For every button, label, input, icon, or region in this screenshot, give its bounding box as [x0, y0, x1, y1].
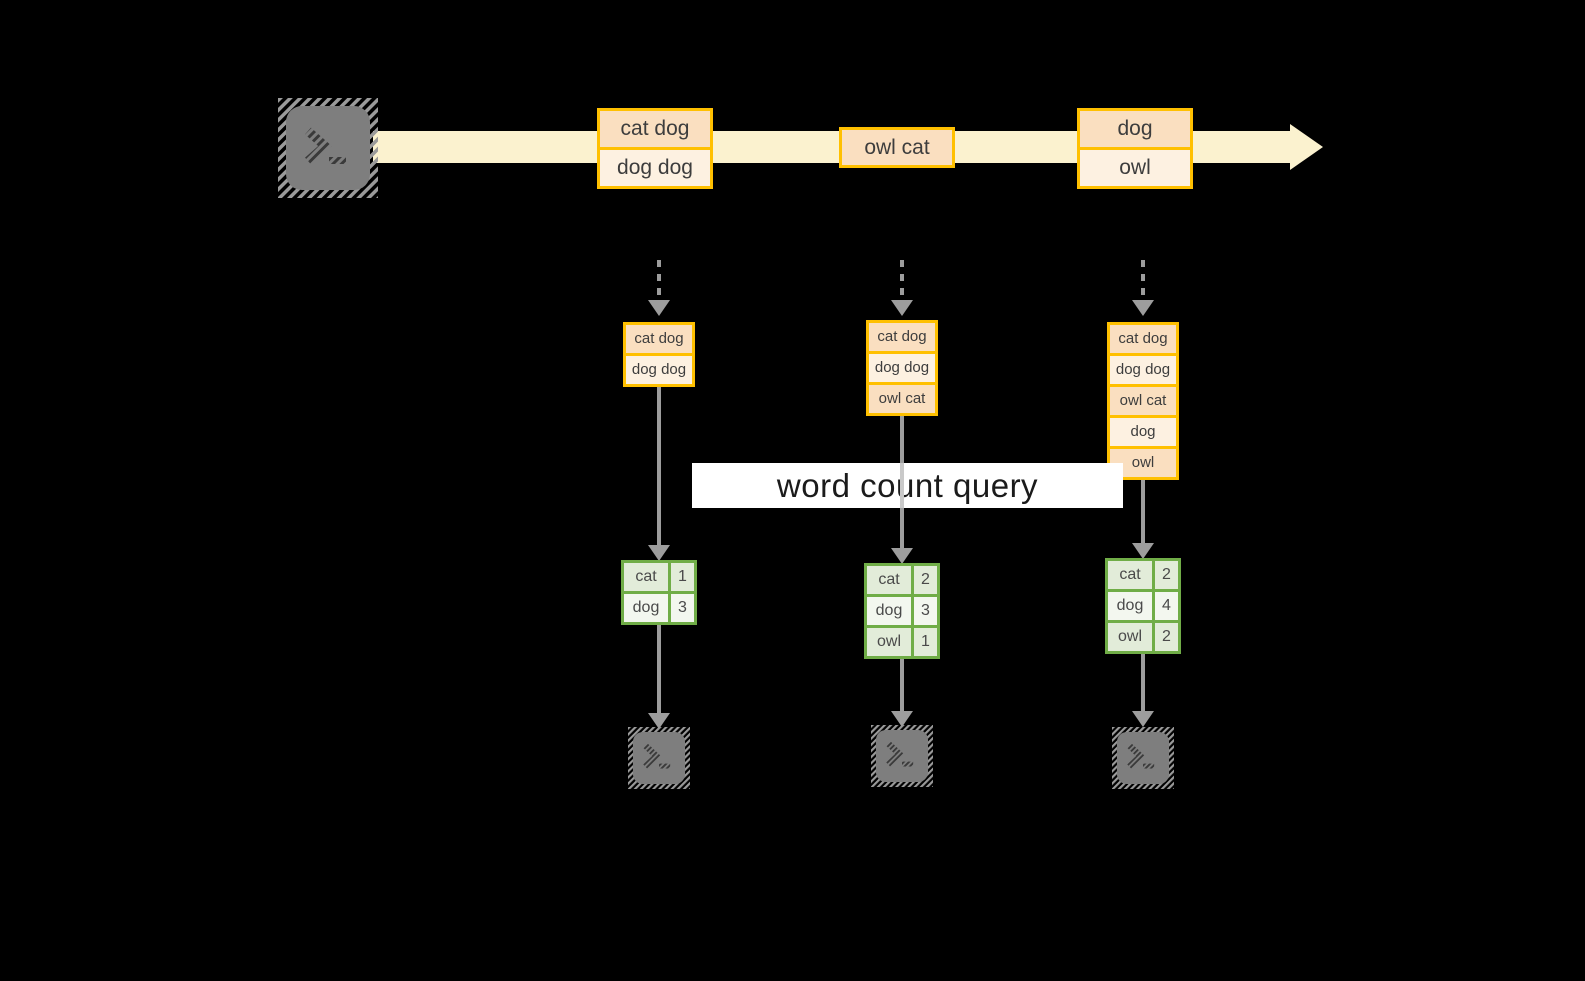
stream-event-text: cat dog	[600, 111, 710, 147]
input-buffer-box: cat dog dog dog	[623, 322, 695, 387]
query-arrow	[1141, 480, 1145, 543]
word-count-table: cat 1 dog 3	[621, 560, 697, 625]
stream-event-text: owl	[1080, 150, 1190, 186]
terminal-icon	[628, 727, 690, 789]
arrowhead-icon	[1132, 711, 1154, 727]
count-cell: 3	[914, 597, 937, 625]
output-arrow	[1141, 654, 1145, 711]
input-line: dog dog	[626, 356, 692, 384]
output-arrow	[657, 625, 661, 713]
query-arrow	[657, 387, 661, 545]
stream-arrowhead-icon	[1290, 124, 1323, 170]
count-cell: 4	[1155, 592, 1178, 620]
stream-event-box: dog owl	[1077, 108, 1193, 189]
arrowhead-icon	[891, 711, 913, 727]
count-cell: 1	[914, 628, 937, 656]
terminal-icon	[871, 725, 933, 787]
terminal-icon	[1112, 727, 1174, 789]
word-cell: owl	[867, 628, 911, 656]
word-cell: dog	[624, 594, 668, 622]
word-cell: cat	[1108, 561, 1152, 589]
input-line: dog	[1110, 418, 1176, 446]
input-line: cat dog	[626, 325, 692, 353]
count-cell: 1	[671, 563, 694, 591]
arrowhead-icon	[891, 300, 913, 316]
arrowhead-icon	[1132, 300, 1154, 316]
stream-event-text: dog dog	[600, 150, 710, 186]
input-buffer-box: cat dog dog dog owl cat	[866, 320, 938, 416]
input-line: owl cat	[869, 385, 935, 413]
word-cell: cat	[867, 566, 911, 594]
word-count-table: cat 2 dog 4 owl 2	[1105, 558, 1181, 654]
input-line: owl cat	[1110, 387, 1176, 415]
query-label-band: word count query	[692, 463, 1123, 508]
count-cell: 2	[914, 566, 937, 594]
word-cell: owl	[1108, 623, 1152, 651]
arrowhead-icon	[891, 548, 913, 564]
word-cell: dog	[1108, 592, 1152, 620]
source-terminal	[278, 98, 378, 203]
query-label: word count query	[776, 466, 1039, 504]
stream-event-text: owl cat	[842, 130, 952, 165]
input-line: dog dog	[1110, 356, 1176, 384]
sink-terminal	[870, 725, 934, 792]
count-cell: 2	[1155, 561, 1178, 589]
stream-event-box: cat dog dog dog	[597, 108, 713, 189]
terminal-icon	[278, 98, 378, 198]
input-line: dog dog	[869, 354, 935, 382]
count-cell: 3	[671, 594, 694, 622]
input-buffer-box: cat dog dog dog owl cat dog owl	[1107, 322, 1179, 480]
stream-event-text: dog	[1080, 111, 1190, 147]
batch-arrow-dashed	[1141, 260, 1145, 300]
count-cell: 2	[1155, 623, 1178, 651]
output-arrow	[900, 659, 904, 711]
word-count-table: cat 2 dog 3 owl 1	[864, 563, 940, 659]
batch-arrow-dashed	[900, 260, 904, 300]
arrowhead-icon	[648, 300, 670, 316]
word-cell: cat	[624, 563, 668, 591]
stream-event-box: owl cat	[839, 127, 955, 168]
input-line: cat dog	[1110, 325, 1176, 353]
sink-terminal	[627, 727, 691, 794]
arrowhead-icon	[1132, 543, 1154, 559]
word-cell: dog	[867, 597, 911, 625]
arrowhead-icon	[648, 713, 670, 729]
arrowhead-icon	[648, 545, 670, 561]
sink-terminal	[1111, 727, 1175, 794]
batch-arrow-dashed	[657, 260, 661, 300]
input-line: cat dog	[869, 323, 935, 351]
query-arrow-overlay	[900, 463, 904, 508]
